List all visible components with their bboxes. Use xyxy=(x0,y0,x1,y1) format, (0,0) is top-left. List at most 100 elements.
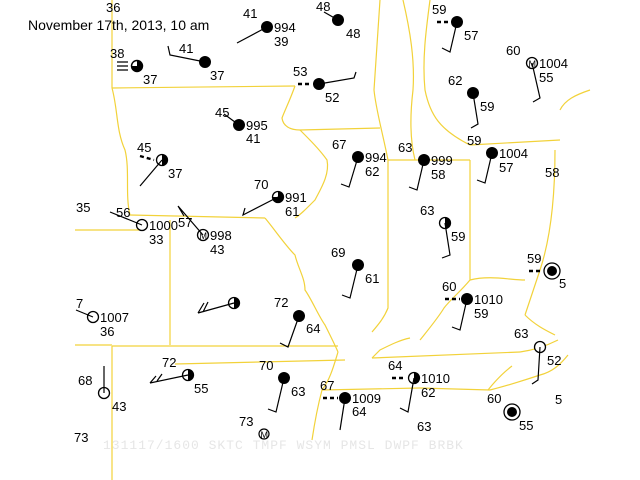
dewpoint-label: 61 xyxy=(285,204,299,219)
temp-label: 48 xyxy=(316,0,330,14)
pressure-label: 1007 xyxy=(100,310,129,325)
wind-barb-icon xyxy=(242,196,279,217)
dewpoint-label: 43 xyxy=(210,242,224,257)
dewpoint-label: 59 xyxy=(480,99,494,114)
station-s22 xyxy=(197,296,241,314)
temp-label: 64 xyxy=(388,358,402,373)
temp-label: 69 xyxy=(331,245,345,260)
station-s06: 59 57 xyxy=(432,2,478,53)
station-s11: 67 994 62 xyxy=(332,137,387,188)
dewpoint-label: 48 xyxy=(346,26,360,41)
temp-label: 60 xyxy=(506,43,520,58)
pressure-label: 1000 xyxy=(149,218,178,233)
station-s01: 36 xyxy=(106,0,120,15)
wind-barb-icon xyxy=(531,62,541,103)
temp-label: 35 xyxy=(76,200,90,215)
wind-barb-icon xyxy=(149,373,189,384)
dewpoint-label: 55 xyxy=(519,418,533,433)
temp-label: 70 xyxy=(259,358,273,373)
drizzle-symbol-icon xyxy=(139,154,155,162)
wind-barb-icon xyxy=(197,301,235,314)
station-s10: 45 995 41 xyxy=(215,105,268,146)
station-s15: 70 991 61 xyxy=(242,177,307,219)
pressure-label: 1004 xyxy=(499,146,528,161)
wind-barb-icon xyxy=(451,298,468,331)
map-footer-params: 131117/1600 SKTC TMPF WSYM PMSL DWPF BRB… xyxy=(103,438,464,453)
pressure-label: 994 xyxy=(365,150,387,165)
dewpoint-label: 62 xyxy=(365,164,379,179)
map-title: November 17th, 2013, 10 am xyxy=(28,17,209,33)
wind-barb-icon xyxy=(340,156,359,188)
temp-label: 41 xyxy=(179,41,193,56)
wind-barb-icon xyxy=(476,152,493,184)
station-s29: 67 1009 64 xyxy=(320,378,381,431)
wind-barb-icon xyxy=(236,26,268,44)
fog-symbol-icon xyxy=(117,61,128,71)
station-s25: 63 52 xyxy=(514,326,561,385)
pressure-label: 1009 xyxy=(352,391,381,406)
temp-label: 63 xyxy=(514,326,528,341)
temp-label: 70 xyxy=(254,177,268,192)
sky-cover-missing-icon xyxy=(258,428,270,440)
dewpoint-label: 59 xyxy=(474,306,488,321)
dewpoint-label: 41 xyxy=(246,131,260,146)
temp-label: 38 xyxy=(110,46,124,61)
station-s02: 38 37 xyxy=(110,46,157,87)
wind-barb-icon xyxy=(441,21,458,53)
temp-label: 59 xyxy=(432,2,446,17)
pressure-label: 995 xyxy=(246,118,268,133)
wind-barb-icon xyxy=(531,346,541,385)
wind-barb-icon xyxy=(75,309,94,318)
pressure-label: 998 xyxy=(210,228,232,243)
temp-label: 63 xyxy=(398,140,412,155)
temp-label: 73 xyxy=(239,414,253,429)
station-s21: 60 1010 59 xyxy=(442,279,503,331)
dewpoint-label: 59 xyxy=(451,229,465,244)
wind-barb-icon xyxy=(441,222,451,259)
temp-label: 62 xyxy=(448,73,462,88)
dewpoint-label: 63 xyxy=(291,384,305,399)
pressure-label: 1004 xyxy=(539,56,568,71)
wind-barb-icon xyxy=(341,264,359,299)
station-s03: 41 37 xyxy=(167,41,224,83)
temp-label: 57 xyxy=(178,215,192,230)
station-s27: 72 55 xyxy=(149,355,208,396)
wind-barb-icon xyxy=(177,205,204,236)
temp-label: 41 xyxy=(243,6,257,21)
station-s18: 63 59 xyxy=(420,203,465,259)
wind-barb-icon xyxy=(339,397,346,431)
station-s23: 7 1007 36 xyxy=(75,296,129,339)
wind-barb-icon xyxy=(139,159,163,187)
wind-barb-icon xyxy=(318,71,357,85)
station-s16: 56 1000 33 xyxy=(109,205,178,247)
station-s31: 60 55 xyxy=(487,391,533,433)
wind-barb-icon xyxy=(109,211,143,226)
station-s12: 63 999 58 xyxy=(398,140,453,191)
pressure-label: 999 xyxy=(431,153,453,168)
wind-barb-icon xyxy=(223,113,240,126)
dewpoint-label: 63 xyxy=(417,419,431,434)
wind-barb-icon xyxy=(167,45,206,63)
wind-barb-icon xyxy=(279,315,300,348)
dewpoint-label: 55 xyxy=(194,381,208,396)
dewpoint-label: 64 xyxy=(352,404,366,419)
wind-barb-icon xyxy=(408,159,425,191)
svg-text:M: M xyxy=(200,231,208,241)
pressure-label: 991 xyxy=(285,190,307,205)
temp-label: 72 xyxy=(274,295,288,310)
temp-label: 72 xyxy=(162,355,176,370)
wind-barb-icon xyxy=(470,92,479,129)
dewpoint-label: 58 xyxy=(545,165,559,180)
temp-label: 53 xyxy=(293,64,307,79)
station-s28: 70 63 xyxy=(259,358,305,413)
dewpoint-label: 52 xyxy=(547,353,561,368)
dewpoint-label: 57 xyxy=(464,28,478,43)
station-s26: 68 43 xyxy=(78,366,126,414)
temp-label: 5 xyxy=(555,392,562,407)
dewpoint-label: 57 xyxy=(499,160,513,175)
station-s30: 64 1010 62 xyxy=(388,358,450,413)
station-s20: 59 5 xyxy=(527,251,566,291)
pressure-label: 994 xyxy=(274,20,296,35)
wind-barb-icon xyxy=(323,11,339,21)
dewpoint-label: 58 xyxy=(431,167,445,182)
